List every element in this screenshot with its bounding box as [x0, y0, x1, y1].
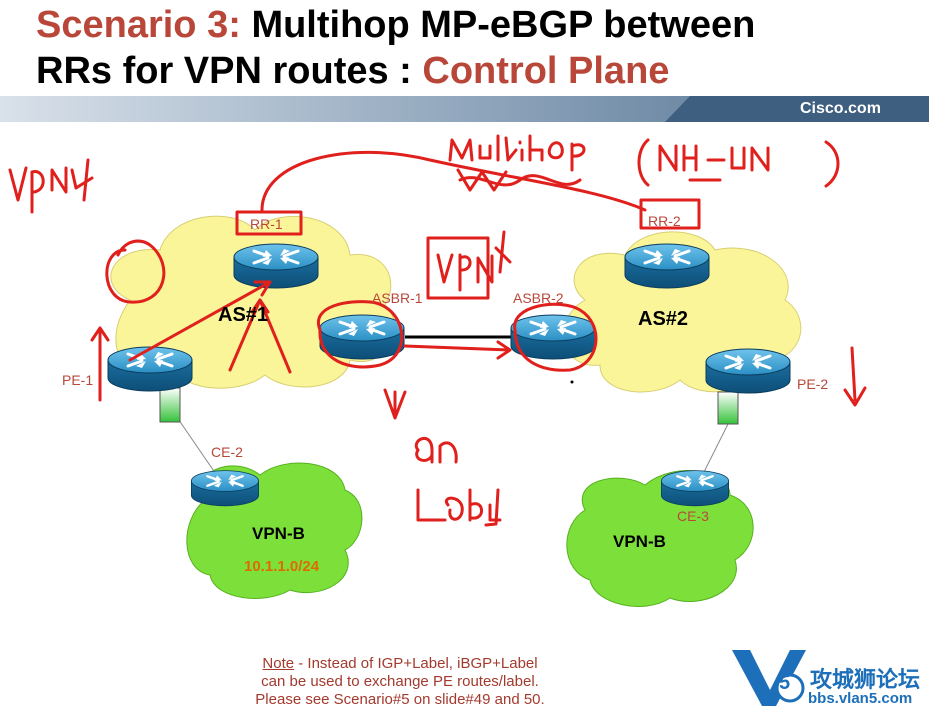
pe1-cpe-box [159, 387, 181, 423]
rr1-label: RR-1 [250, 216, 283, 232]
note-line3: Please see Scenario#5 on slide#49 and 50… [255, 691, 545, 708]
pe2-router-icon [704, 347, 792, 395]
vpn-prefix: 10.1.1.0/24 [244, 558, 320, 575]
cisco-brand: Cisco.com [800, 100, 881, 117]
rr2-label: RR-2 [648, 213, 681, 229]
pe1-label: PE-1 [62, 372, 94, 388]
title-topic: Multihop MP-eBGP between [251, 4, 756, 46]
watermark-title: 攻城狮论坛 [810, 667, 921, 692]
pe2-ce3-link [699, 419, 731, 481]
title-plane: Control Plane [422, 50, 670, 92]
asbr1-label: ASBR-1 [372, 290, 423, 306]
watermark-glyph: 5 [779, 672, 791, 694]
watermark-url: bbs.vlan5.com [808, 690, 913, 707]
footnote: Note - Instead of IGP+Label, iBGP+Label … [200, 655, 600, 709]
note-line1: - Instead of IGP+Label, iBGP+Label [294, 655, 538, 672]
as2-label: AS#2 [638, 308, 689, 330]
asbr2-router-icon [509, 313, 597, 361]
ce3-label: CE-3 [677, 508, 709, 524]
handwritten-annotations [8, 134, 867, 527]
watermark-logo [732, 650, 806, 706]
ce2-label: CE-2 [211, 444, 243, 460]
asbr1-router-icon [318, 313, 406, 361]
pe1-router-icon [106, 345, 194, 393]
rr1-router-icon [232, 242, 320, 290]
ce2-router-icon [190, 469, 260, 507]
asbr2-label: ASBR-2 [513, 290, 564, 306]
ce3-router-icon [660, 469, 730, 507]
slide-title-line2: RRs for VPN routes : Control Plane [36, 50, 669, 93]
vpn-right-label: VPN-B [613, 532, 666, 551]
banner-accent [665, 96, 929, 122]
note-heading: Note [262, 655, 295, 672]
slide-title-line1: Scenario 3: Multihop MP-eBGP between [36, 4, 755, 47]
as1-label: AS#1 [218, 304, 269, 326]
note-line2: can be used to exchange PE routes/label. [261, 673, 539, 690]
pe2-label: PE-2 [797, 376, 829, 392]
title-scenario: Scenario 3: [36, 4, 241, 46]
vpn-left-label: VPN-B [252, 524, 305, 543]
rr2-router-icon [623, 242, 711, 290]
pe2-cpe-box [717, 391, 739, 425]
title-topic-cont: RRs for VPN routes : [36, 50, 412, 92]
